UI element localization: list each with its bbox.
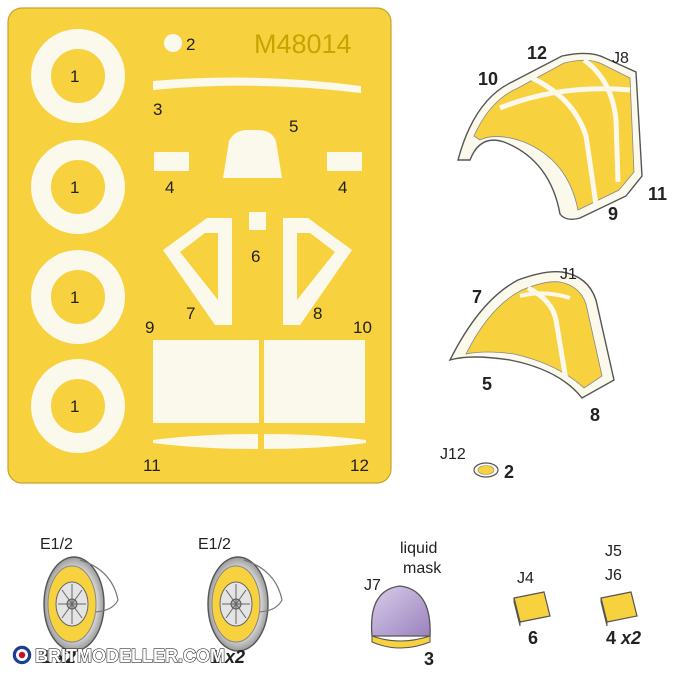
part-label: 5 (482, 374, 492, 394)
pad-j4: J4 6 (513, 570, 551, 648)
part-ref: E1/2 (40, 536, 73, 553)
part-label: 8 (313, 304, 322, 323)
part-label: 1 (70, 397, 79, 416)
qty-num: 1 (41, 647, 51, 667)
wheel-1: E1/2 1 x2 (40, 536, 119, 667)
wheel-2: E1/2 1 x2 (198, 536, 283, 667)
part-label: 4 (165, 178, 174, 197)
part-label: 2 (186, 35, 195, 54)
pad-j5-j6: J5 J6 4 x2 (600, 543, 641, 648)
pad-edge (600, 597, 608, 627)
qty-mult: x2 (224, 647, 245, 667)
canopy-j1: 7 5 8 J1 (448, 266, 615, 425)
wheel-ring-mask (31, 29, 125, 123)
strip-mask-cutout-right (264, 434, 366, 449)
part-label: 3 (153, 100, 162, 119)
part-label: 12 (350, 456, 369, 475)
panel-mask-cutout-right (264, 340, 365, 423)
watermark-text: BRITMODELLER.COM (35, 646, 225, 666)
tyre-tread (243, 559, 283, 613)
qty-num: 4 (606, 628, 616, 648)
part-ref: J12 (440, 446, 466, 463)
frame-mask-cutout-left (163, 218, 232, 325)
qty-mult: x2 (55, 647, 76, 667)
rect-mask-cutout (327, 152, 362, 171)
sheet-code: M48014 (254, 29, 352, 59)
dome-liquid-mask (370, 585, 431, 637)
part-ref: J8 (612, 50, 629, 67)
part-ref: E1/2 (198, 536, 231, 553)
part-label: 11 (648, 184, 667, 204)
rect-mask-cutout (154, 152, 189, 171)
part-label: 10 (353, 318, 372, 337)
canopy-frame-bar (519, 291, 571, 300)
part-label: 11 (143, 456, 161, 475)
dome-mask-band (371, 635, 431, 649)
part-label: 1 (70, 178, 79, 197)
part-label: 7 (472, 287, 482, 307)
part-label: 8 (590, 405, 600, 425)
canopy-frame-bar (499, 86, 631, 111)
part-ref: J4 (517, 570, 534, 587)
wheel-ring-mask (31, 359, 125, 453)
part-label: 7 (186, 304, 195, 323)
tyre-tread (79, 559, 119, 613)
part-label: 2 (504, 462, 514, 482)
note-text: mask (403, 560, 442, 577)
part-label: 1 (70, 288, 79, 307)
small-mask-cutout (249, 212, 266, 230)
part-label: 12 (527, 43, 547, 63)
part-label: 6 (528, 628, 538, 648)
part-label: 4 (338, 178, 347, 197)
part-ref: J6 (605, 567, 622, 584)
pad-mask (600, 591, 638, 623)
lens-j12: J12 2 (440, 446, 514, 482)
qty-num: 1 (210, 647, 220, 667)
dome-j7: liquid mask J7 3 (364, 540, 442, 669)
watermark: BRITMODELLER.COM (11, 644, 226, 667)
lens-mask-cutout (164, 34, 182, 52)
lens-mask (477, 465, 495, 475)
canopy-j8: 12 10 11 9 J8 (457, 43, 667, 224)
qty-mult: x2 (620, 628, 641, 648)
part-label: 9 (145, 318, 154, 337)
strip-mask-cutout-left (153, 434, 258, 449)
pad-mask (513, 591, 551, 623)
mask-sheet: M48014 1 1 1 (7, 7, 392, 484)
canopy-glazing (465, 281, 603, 389)
wheel-ring-mask (31, 250, 125, 344)
roundel-icon (18, 651, 26, 659)
part-label: 6 (251, 247, 260, 266)
window-mask-cutout (223, 130, 282, 178)
frame-mask-cutout-right (283, 218, 352, 325)
canopy-frame-bar (526, 285, 569, 381)
pad-edge (513, 597, 521, 627)
part-ref: J1 (560, 266, 577, 283)
panel-mask-cutout-left (153, 340, 259, 423)
wheel-ring-mask (31, 140, 125, 234)
part-label: 5 (289, 117, 298, 136)
part-ref: J5 (605, 543, 622, 560)
note-text: liquid (400, 540, 437, 557)
part-label: 9 (608, 204, 618, 224)
part-label: 3 (424, 649, 434, 669)
canopy-glazing (473, 59, 635, 211)
part-label: 10 (478, 69, 498, 89)
part-label: 1 (70, 67, 79, 86)
arc-mask-cutout (153, 77, 361, 93)
part-ref: J7 (364, 577, 381, 594)
